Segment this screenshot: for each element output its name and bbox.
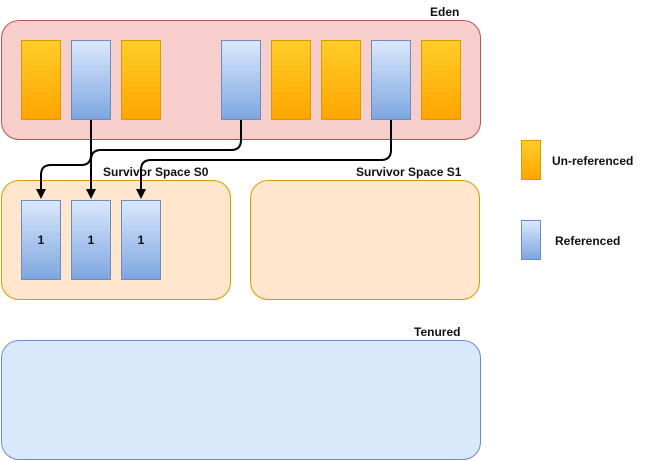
object-age-label: 1 <box>37 233 45 247</box>
eden-object-referenced <box>221 40 261 120</box>
eden-object-unreferenced <box>271 40 311 120</box>
survivor-object: 1 <box>21 200 61 280</box>
survivor-s1-label: Survivor Space S1 <box>356 165 462 179</box>
survivor-s1-region <box>250 180 480 300</box>
survivor-object: 1 <box>121 200 161 280</box>
legend-unreferenced-label: Un-referenced <box>552 154 634 168</box>
object-age-label: 1 <box>87 233 95 247</box>
object-age-label: 1 <box>137 233 145 247</box>
survivor-object: 1 <box>71 200 111 280</box>
tenured-region <box>1 340 481 460</box>
eden-object-unreferenced <box>321 40 361 120</box>
legend-referenced-label: Referenced <box>555 234 621 248</box>
eden-object-unreferenced <box>121 40 161 120</box>
eden-label: Eden <box>430 5 460 19</box>
eden-object-unreferenced <box>421 40 461 120</box>
survivor-s0-label: Survivor Space S0 <box>103 165 209 179</box>
eden-object-referenced <box>71 40 111 120</box>
eden-object-referenced <box>371 40 411 120</box>
eden-object-unreferenced <box>21 40 61 120</box>
legend-referenced-swatch <box>521 220 541 260</box>
legend-unreferenced-swatch <box>521 140 541 180</box>
tenured-label: Tenured <box>414 325 461 339</box>
